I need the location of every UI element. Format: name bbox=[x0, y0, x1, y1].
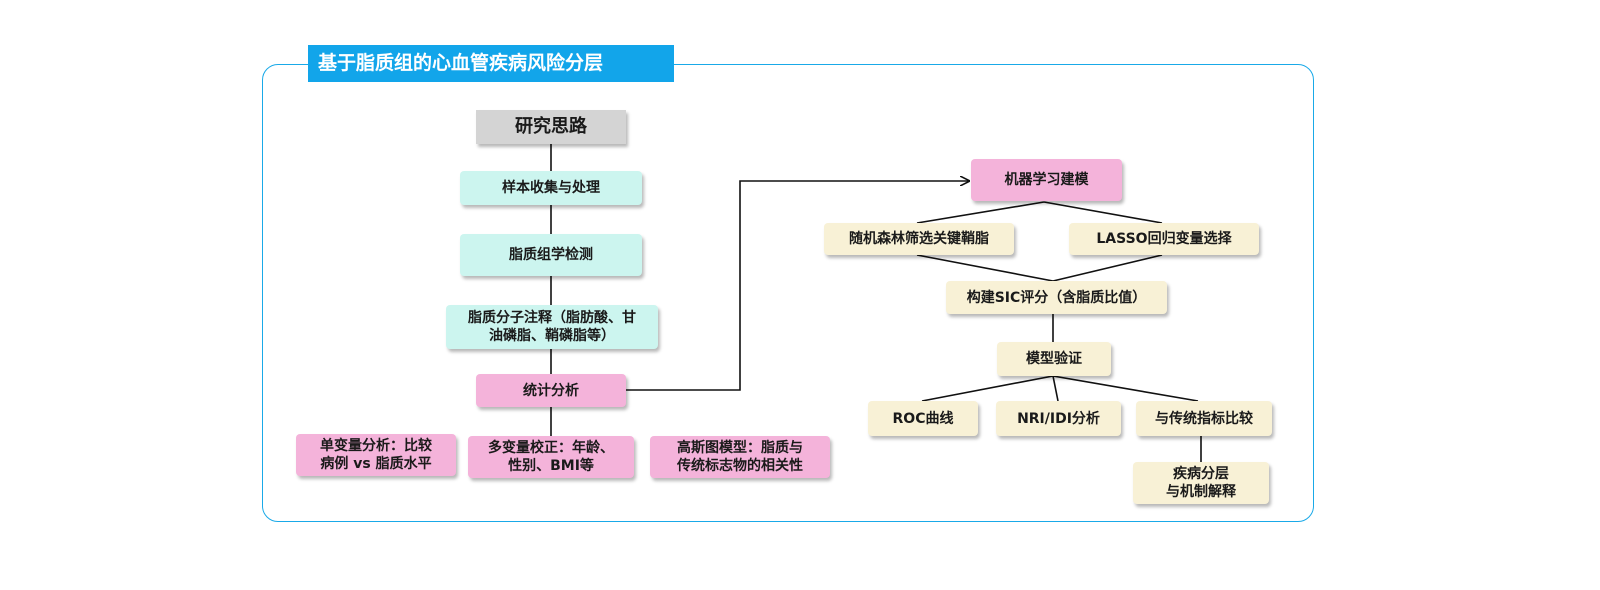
node-lipidomics-detection: 脂质组学检测 bbox=[460, 234, 642, 276]
link-validation-to-compare bbox=[1052, 375, 1199, 402]
node-multivariate: 多变量校正：年龄、 性别、BMI等 bbox=[468, 436, 634, 478]
link-ml-to-rf bbox=[916, 201, 1045, 224]
link-ml-to-lasso bbox=[1043, 201, 1163, 224]
node-roc: ROC曲线 bbox=[868, 401, 978, 436]
node-nri-idi: NRI/IDI分析 bbox=[996, 401, 1121, 436]
node-stratification: 疾病分层 与机制解释 bbox=[1133, 462, 1269, 504]
node-ml-modeling: 机器学习建模 bbox=[971, 159, 1122, 201]
diagram-title: 基于脂质组的心血管疾病风险分层 bbox=[308, 45, 674, 82]
node-univariate: 单变量分析：比较 病例 vs 脂质水平 bbox=[296, 434, 456, 476]
diagram-frame bbox=[262, 64, 1314, 522]
node-gaussian-graph: 高斯图模型：脂质与 传统标志物的相关性 bbox=[650, 436, 830, 478]
node-compare-traditional: 与传统指标比较 bbox=[1136, 401, 1272, 436]
node-statistical-analysis: 统计分析 bbox=[476, 374, 626, 407]
link-validation-to-nri bbox=[1052, 375, 1059, 402]
link-lasso-to-sic bbox=[1052, 254, 1163, 282]
node-model-validation: 模型验证 bbox=[997, 342, 1111, 376]
node-lasso: LASSO回归变量选择 bbox=[1069, 223, 1259, 255]
link-validation-to-roc bbox=[921, 375, 1054, 402]
node-random-forest: 随机森林筛选关键鞘脂 bbox=[824, 223, 1014, 255]
node-lipid-annotation: 脂质分子注释（脂肪酸、甘 油磷脂、鞘磷脂等） bbox=[446, 305, 658, 349]
link-stats-to-ml bbox=[626, 181, 969, 391]
link-rf-to-sic bbox=[916, 254, 1054, 282]
node-sample-collection: 样本收集与处理 bbox=[460, 171, 642, 205]
node-sic-score: 构建SIC评分（含脂质比值） bbox=[946, 281, 1167, 314]
node-research-idea: 研究思路 bbox=[476, 110, 626, 144]
